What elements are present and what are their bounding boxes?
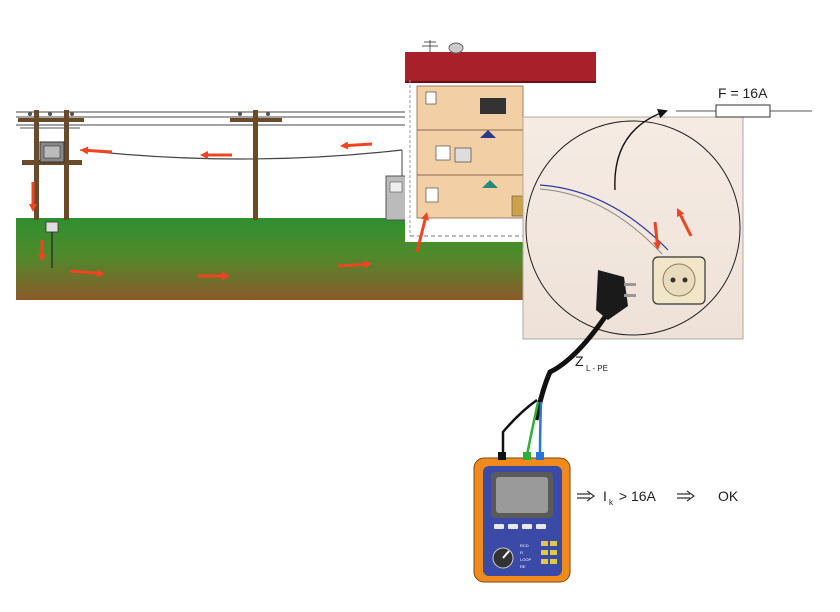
dial-label: LOOP (520, 557, 531, 562)
dial-label: R (520, 550, 523, 555)
dial-label: RCD (520, 543, 529, 548)
fault-current-arrows (29, 141, 693, 280)
current-flow-arrow (29, 182, 37, 212)
current-symbol: I (603, 488, 607, 504)
impedance-label: Z L - PE (575, 353, 608, 373)
implies-arrow-icon (577, 490, 596, 502)
current-flow-arrow (677, 208, 693, 237)
dial-label: RE (520, 564, 526, 569)
current-subscript: k (609, 498, 614, 507)
current-flow-arrow (340, 141, 373, 150)
transformer-pole (18, 110, 84, 220)
installation-tester: RCD R LOOP RE (473, 452, 571, 583)
ground-electrode (45, 221, 59, 268)
current-flow-arrow (653, 221, 662, 250)
current-threshold: > 16A (615, 488, 657, 504)
test-leads (501, 398, 543, 456)
fuse: F = 16A (676, 85, 812, 118)
current-flow-arrow (415, 212, 429, 253)
implies-arrow-icon (677, 490, 696, 502)
result-status: OK (718, 488, 739, 504)
wall-socket (652, 256, 706, 305)
current-flow-arrow (198, 272, 230, 280)
wire-to-fuse (614, 108, 668, 191)
zoom-view (522, 108, 744, 340)
fuse-label: F = 16A (718, 85, 768, 101)
fuse-body (715, 104, 771, 118)
utility-pole (230, 110, 282, 220)
overhead-lines (16, 111, 410, 160)
current-flow-arrow (337, 260, 372, 269)
current-flow-arrow (80, 146, 113, 155)
current-flow-arrow (69, 269, 105, 278)
current-flow-arrow (200, 151, 232, 159)
meter-cabinet (385, 150, 407, 221)
impedance-symbol: Z (575, 353, 584, 369)
current-flow-arrow (38, 240, 46, 262)
impedance-subscript: L - PE (586, 364, 608, 373)
result-line: I k > 16A OK (577, 488, 739, 507)
